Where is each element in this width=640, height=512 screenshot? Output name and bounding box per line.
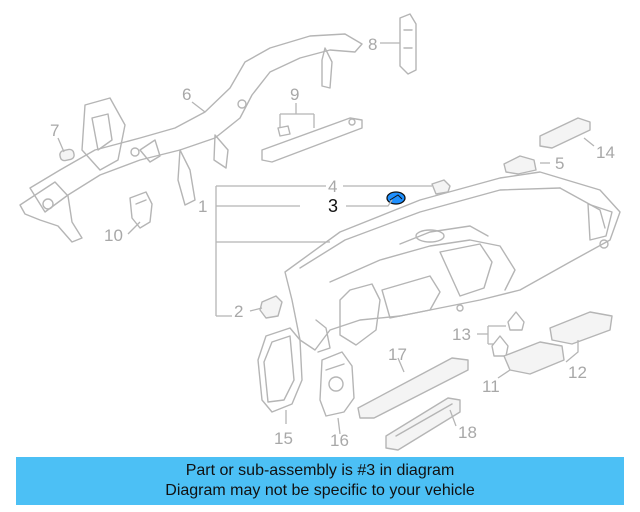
- part-3-highlighted: [386, 191, 406, 205]
- part-1-instrument-panel: [284, 171, 621, 353]
- callout-6: 6: [182, 85, 191, 104]
- callout-14: 14: [596, 143, 615, 162]
- part-8-bracket: [399, 13, 417, 75]
- part-2-clip: [259, 295, 283, 319]
- callout-1: 1: [198, 197, 207, 216]
- callout-8: 8: [368, 35, 377, 54]
- callout-10: 10: [104, 226, 123, 245]
- leader-lines: [57, 42, 595, 435]
- part-15-end-cap: [257, 327, 303, 413]
- part-17-lower-bar: [357, 357, 469, 419]
- part-12-trim: [549, 311, 613, 345]
- callout-9: 9: [290, 85, 299, 104]
- callout-4: 4: [328, 177, 337, 196]
- info-banner: Part or sub-assembly is #3 in diagram Di…: [16, 457, 624, 505]
- callout-7: 7: [50, 121, 59, 140]
- part-7-clip: [59, 148, 75, 162]
- banner-line-disclaimer: Diagram may not be specific to your vehi…: [165, 482, 475, 499]
- part-16-end-cap: [319, 351, 355, 417]
- part-18-lower-trim: [385, 397, 461, 451]
- callout-13: 13: [452, 325, 471, 344]
- part-10-clip: [129, 191, 153, 229]
- part-14-trim: [539, 117, 591, 149]
- part-13-clips: [491, 311, 525, 357]
- callout-15: 15: [274, 429, 293, 448]
- callout-5: 5: [555, 154, 564, 173]
- callout-17: 17: [388, 345, 407, 364]
- parts-diagram: 1 2 3 4 5 6 7 8 9 10 11 12 13 14 15 16 1…: [19, 13, 621, 451]
- part-5-vent: [503, 155, 537, 175]
- part-4-clip: [431, 179, 451, 195]
- callout-11: 11: [482, 377, 500, 396]
- banner-line-part-number: Part or sub-assembly is #3 in diagram: [185, 462, 455, 479]
- callout-16: 16: [330, 431, 349, 450]
- part-11-trim: [503, 341, 565, 375]
- part-cross-car-beam: [19, 33, 363, 243]
- callout-18: 18: [458, 423, 477, 442]
- part-9-bar: [261, 117, 363, 163]
- callout-3: 3: [328, 196, 338, 216]
- callout-12: 12: [568, 363, 587, 382]
- callout-2: 2: [234, 302, 243, 321]
